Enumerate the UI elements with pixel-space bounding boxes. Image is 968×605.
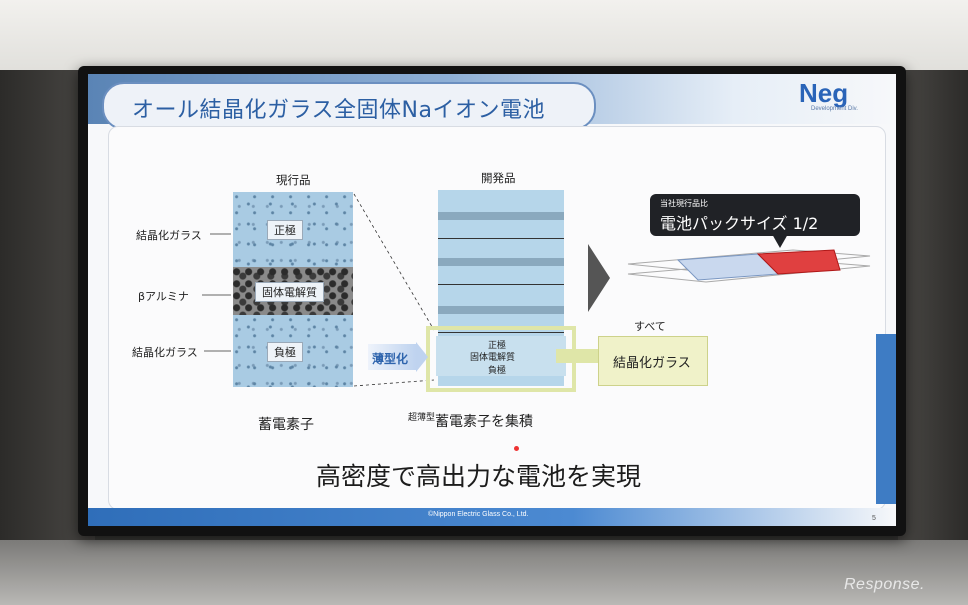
crystallized-glass-box: 結晶化ガラス <box>598 336 708 386</box>
stack-separator <box>438 238 564 239</box>
laser-pointer-dot <box>514 446 519 451</box>
stack-stripe <box>438 306 564 314</box>
label-crystallized-glass-bottom: 結晶化ガラス <box>132 346 198 359</box>
label-beta-alumina: βアルミナ <box>138 290 189 303</box>
copyright-text: ©Nippon Electric Glass Co., Ltd. <box>428 511 529 518</box>
ceiling-background <box>0 0 968 70</box>
dev-electrolyte-text: 固体電解質 <box>470 353 516 363</box>
stack-stripe <box>438 212 564 220</box>
current-anode-glass-layer <box>233 315 353 387</box>
developed-zoom-layer: 正極 固体電解質 負極 <box>436 336 566 376</box>
page-number: 5 <box>872 515 876 522</box>
slide-title: オール結晶化ガラス全固体Naイオン電池 <box>132 98 545 123</box>
current-electrolyte-layer <box>233 267 353 315</box>
presentation-slide: オール結晶化ガラス全固体Naイオン電池 Neg Development Div.… <box>88 74 896 526</box>
dev-cathode-text: 正極 <box>488 341 507 351</box>
callout-small-text: 当社現行品比 <box>660 199 708 208</box>
caption-prefix: 超薄型 <box>408 413 436 423</box>
thin-label: 薄型化 <box>372 352 409 366</box>
current-caption: 蓄電素子 <box>258 417 314 433</box>
neg-logo: Neg Development Div. <box>793 78 883 116</box>
triangle-arrow-icon <box>588 244 610 312</box>
stack-separator <box>438 284 564 285</box>
crystallized-glass-label: 結晶化ガラス <box>613 356 691 371</box>
caption-main: 蓄電素子を集積 <box>435 414 534 430</box>
response-watermark-logo: Response. <box>844 576 925 593</box>
slide-footer-bar <box>88 508 896 526</box>
current-cell-cross-section: 正極 固体電解質 負極 <box>233 192 353 387</box>
logo-brand-text: Neg <box>799 78 849 108</box>
accent-strip <box>876 334 896 504</box>
floor-background <box>0 540 968 605</box>
right-wall-background <box>898 70 968 605</box>
current-heading: 現行品 <box>276 173 311 187</box>
current-anode-chip: 負極 <box>267 342 303 362</box>
dev-anode-text: 負極 <box>488 366 507 376</box>
logo-subtitle: Development Div. <box>811 106 858 112</box>
highlight-frame <box>426 326 576 392</box>
highlight-connector <box>556 349 598 363</box>
leader-lines <box>202 193 871 387</box>
developed-heading: 開発品 <box>481 171 516 185</box>
callout-tail <box>772 234 788 248</box>
stack-stripe <box>438 258 564 266</box>
glass-note: すべて <box>634 320 666 333</box>
stack-separator <box>438 332 564 333</box>
current-cathode-chip: 正極 <box>267 220 303 240</box>
slide-headline: 高密度で高出力な電池を実現 <box>316 462 642 491</box>
battery-size-callout: 当社現行品比 電池パックサイズ 1/2 <box>650 194 860 236</box>
label-crystallized-glass-top: 結晶化ガラス <box>136 229 202 242</box>
current-electrolyte-chip: 固体電解質 <box>255 282 324 302</box>
developed-caption: 超薄型蓄電素子を集積 <box>408 410 533 431</box>
arrow-right-icon <box>368 342 428 372</box>
callout-big-text: 電池パックサイズ 1/2 <box>660 214 819 233</box>
